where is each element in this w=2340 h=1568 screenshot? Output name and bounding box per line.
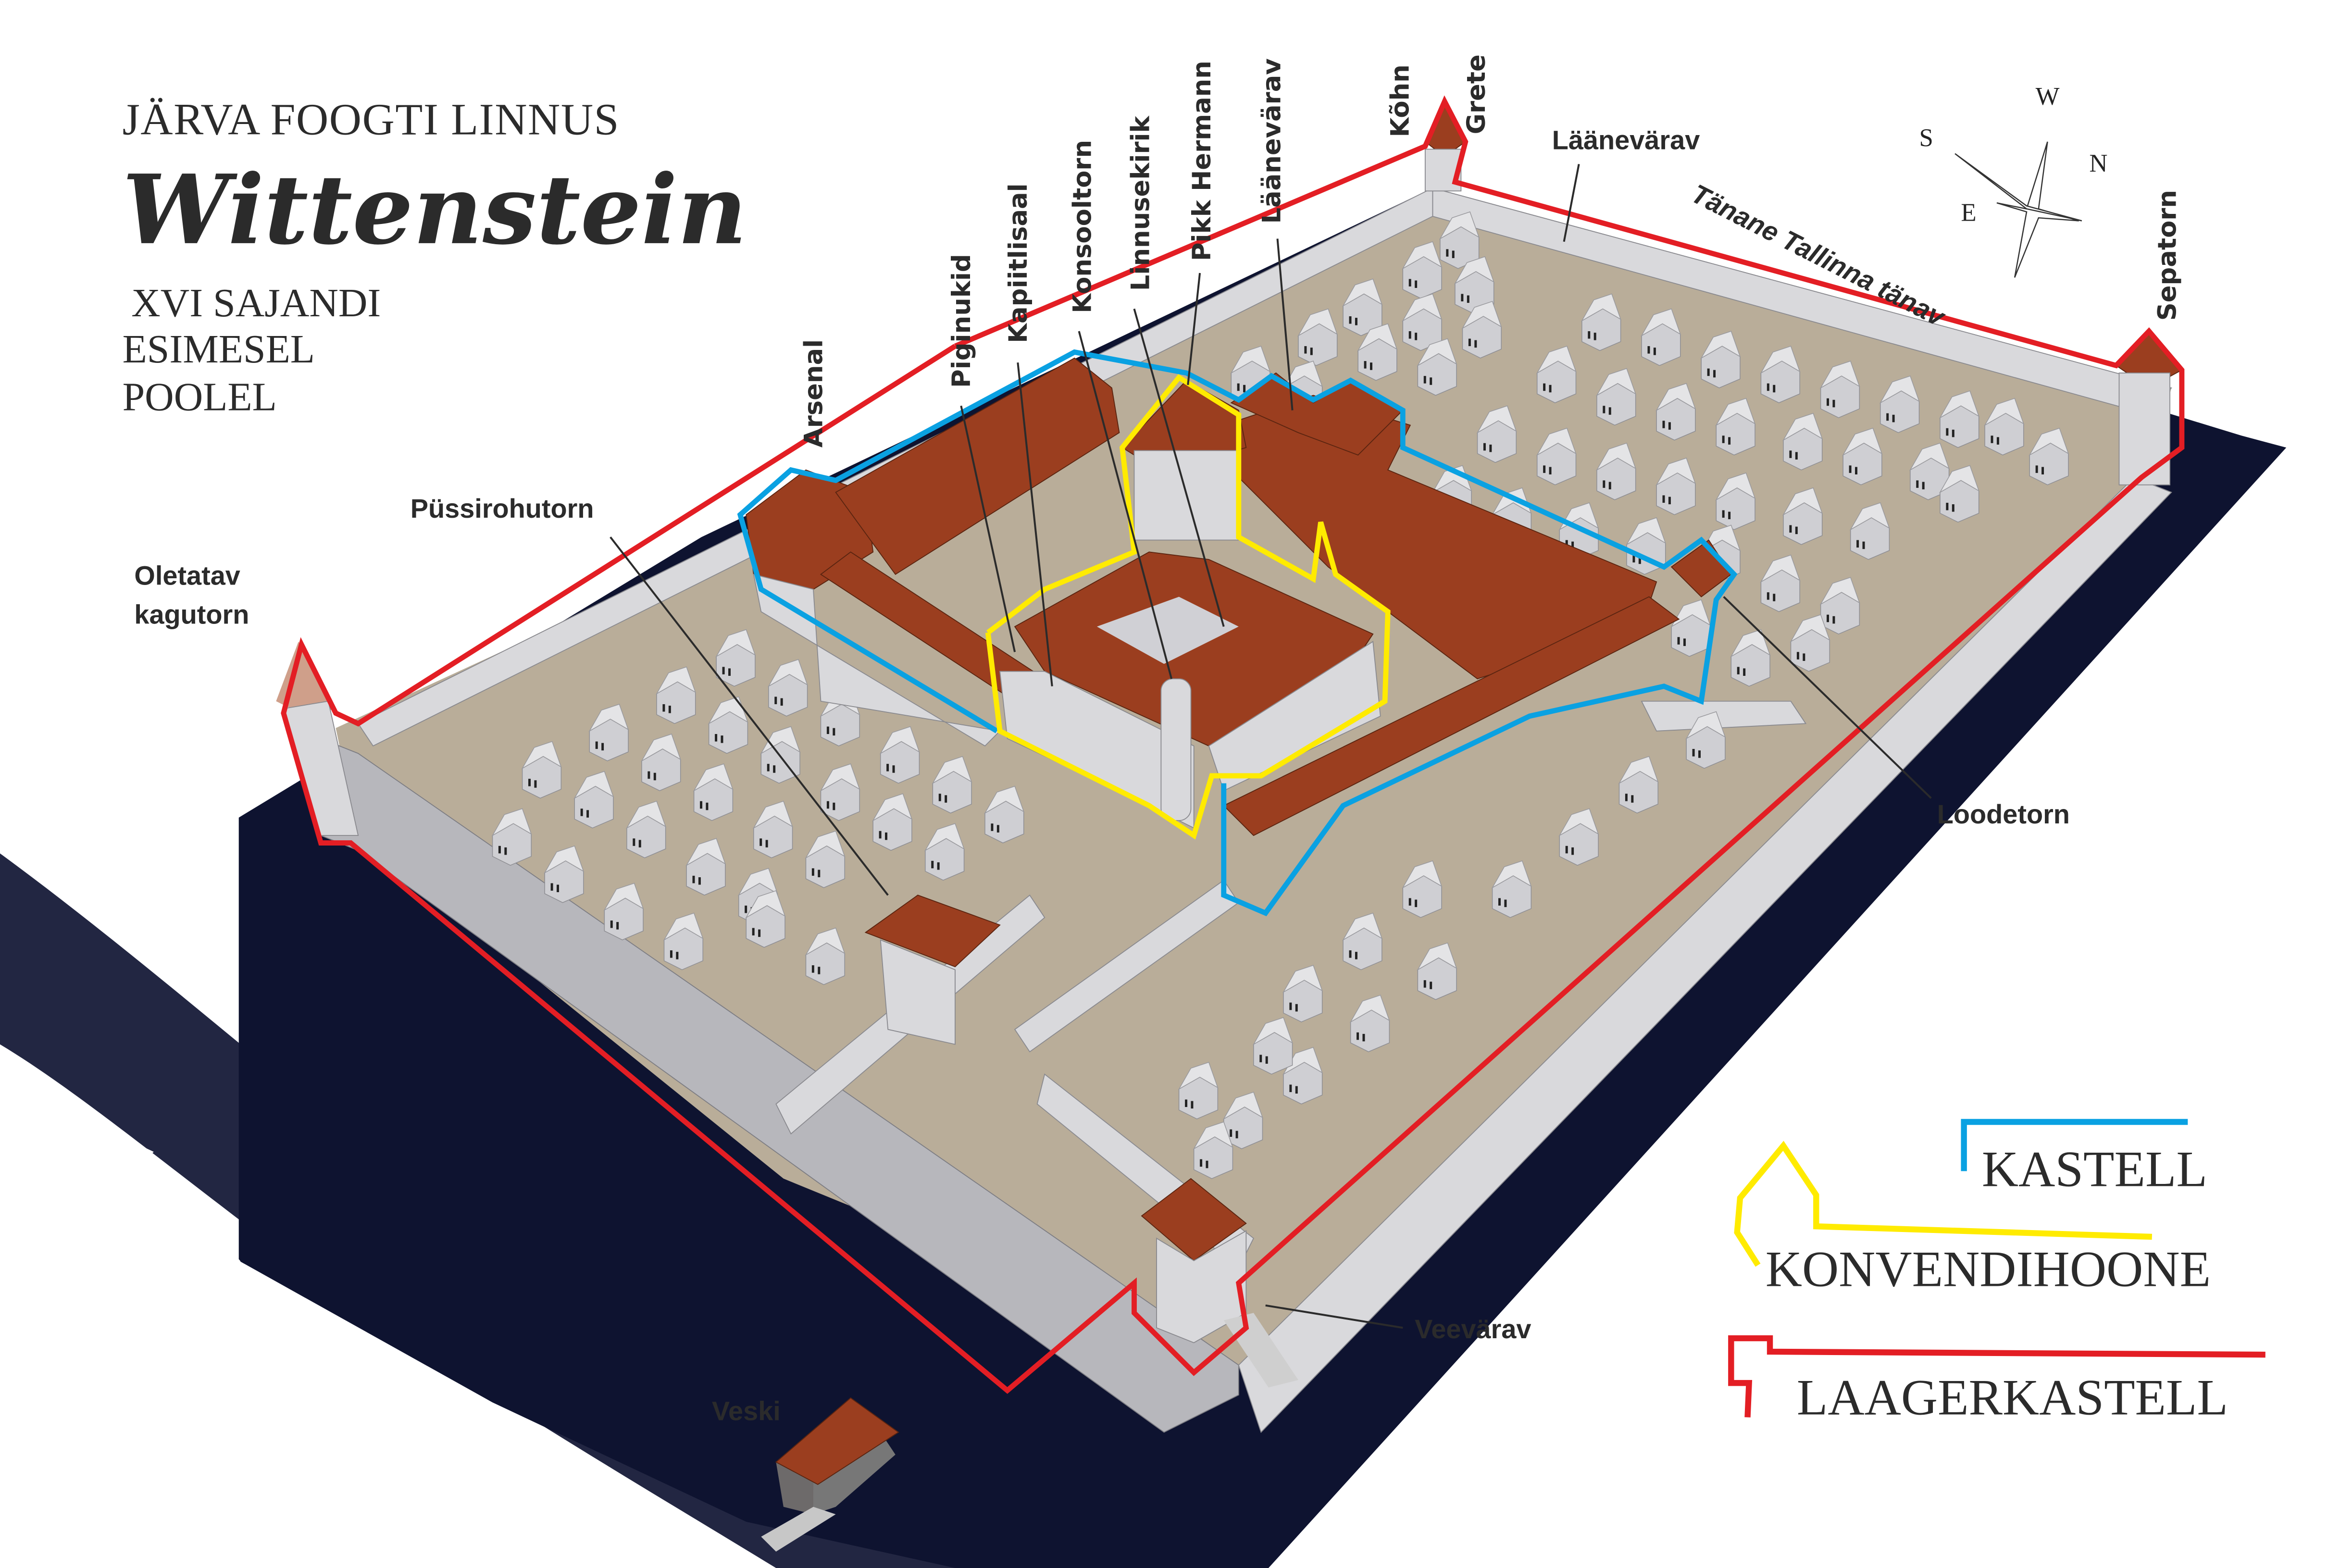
- kastell-north-wing-roof: [835, 357, 1120, 575]
- konsooltorn-cylinder: [1160, 678, 1192, 821]
- label-piginukid: Piginukid: [947, 254, 976, 388]
- label-veski: Veski: [712, 1396, 781, 1426]
- label-laanevarav-vertical: Läänevärav: [1257, 58, 1287, 224]
- label-kohn: Kõhn: [1386, 64, 1415, 137]
- label-veevarav: Veevärav: [1415, 1314, 1531, 1344]
- inner-wall-4: [1641, 700, 1807, 732]
- compass-s: S: [1919, 124, 1933, 152]
- label-konsooltorn: Konsooltorn: [1068, 140, 1097, 313]
- legend-laagerkastell-label: LAAGERKASTELL: [1797, 1369, 2228, 1425]
- label-kagutorn: kagutorn: [134, 599, 249, 629]
- legend-konvendihoone-label: KONVENDIHOONE: [1766, 1241, 2211, 1297]
- title-sub3: POOLEL: [123, 375, 277, 420]
- label-grete: Grete: [1462, 54, 1491, 134]
- kastell-south-wing-roof: [1223, 596, 1680, 836]
- sepatorn-body: [2118, 372, 2171, 485]
- leader-pussirohutorn: [610, 536, 889, 896]
- label-loodetorn: Loodetorn: [1937, 799, 2070, 829]
- legend-laagerkastell-swatch: [1728, 1335, 2265, 1418]
- label-oletatav: Oletatav: [134, 560, 240, 591]
- leader-konsooltorn: [1078, 331, 1173, 679]
- outer-wall-southeast: [1238, 477, 2172, 1433]
- label-pikk-hermann: Pikk Hermann: [1187, 61, 1217, 261]
- legend-konvendihoone-swatch: [1734, 1141, 2153, 1267]
- konvendihoone-courtyard: [1096, 597, 1239, 664]
- title-name: Wittenstein: [123, 153, 747, 266]
- kagutorn-roof: [276, 641, 336, 716]
- leader-loodetorn: [1723, 596, 1932, 799]
- leader-laanevarav: [1563, 164, 1580, 242]
- compass-rose-icon: W S N E: [1919, 82, 2108, 278]
- label-arsenal: Arsenal: [799, 339, 829, 448]
- leader-pikk-hermann: [1187, 273, 1201, 385]
- river-lower: [0, 1044, 955, 1568]
- kastell-outline: [737, 349, 1738, 917]
- leader-linnusekirik: [1133, 308, 1225, 627]
- compass-w: W: [2036, 82, 2060, 110]
- leader-laanevarav-vertical: [1276, 238, 1294, 411]
- konvendihoone-outline: [985, 374, 1391, 840]
- legend-kastell-label: KASTELL: [1982, 1141, 2207, 1197]
- veevarav-roof: [1141, 1178, 1247, 1261]
- compass-n: N: [2089, 149, 2107, 177]
- label-laanevarav: Läänevärav: [1552, 124, 1700, 155]
- title-sub1: XVI SAJANDI: [131, 281, 381, 325]
- title-line1: JÄRVA FOOGTI LINNUS: [123, 95, 620, 144]
- title-sub2: ESIMESEL: [123, 327, 315, 372]
- label-sepatorn: Sepatorn: [2153, 190, 2182, 321]
- leader-veevarav: [1265, 1304, 1403, 1329]
- label-kapiitlisaal: Kapiitlisaal: [1004, 183, 1033, 343]
- puessirohutorn-body: [880, 939, 956, 1045]
- legend-kastell-swatch: [1961, 1119, 2188, 1171]
- label-linnusekirik: Linnusekirik: [1126, 115, 1156, 291]
- laagerkastell-outline: [281, 95, 2185, 1394]
- legend: KASTELL KONVENDIHOONE LAAGERKASTELL: [1728, 1119, 2265, 1425]
- compass-e: E: [1961, 199, 1976, 226]
- label-pussirohutorn: Püssirohutorn: [411, 493, 594, 523]
- leader-piginukid: [960, 405, 1016, 652]
- veski-mill: [761, 1397, 899, 1552]
- puessirohutorn-roof: [864, 895, 1001, 968]
- leader-kapiitlisaal: [1017, 362, 1053, 686]
